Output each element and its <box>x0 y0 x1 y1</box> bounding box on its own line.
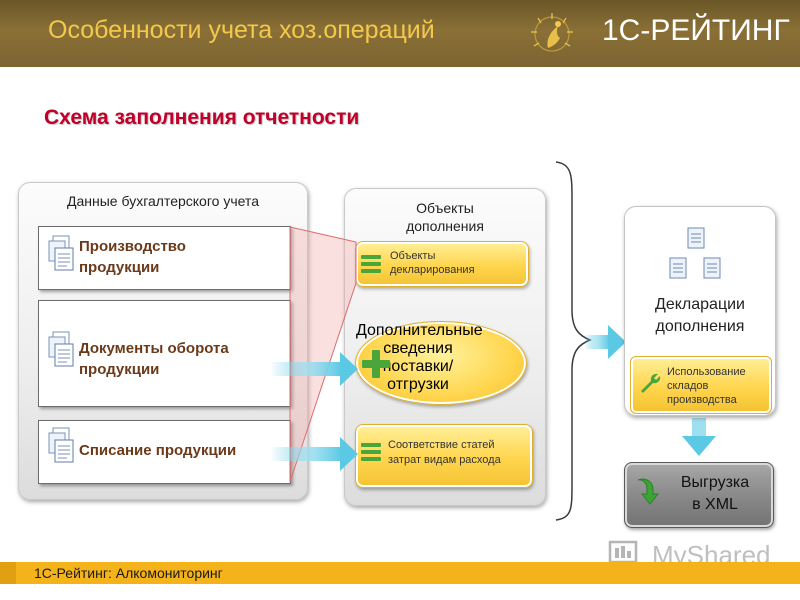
logo-text: 1С-РЕЙТИНГ <box>602 14 790 47</box>
warehouse-usage-line2: складов <box>667 380 709 392</box>
turnover-docs-label-line1: Документы оборота <box>79 340 229 357</box>
warehouse-usage-line3: производства <box>667 394 737 406</box>
xml-export-box: Выгрузка в XML <box>624 462 774 528</box>
wrench-icon <box>641 373 661 393</box>
arrow-to-export <box>682 418 716 456</box>
plus-icon <box>362 350 390 378</box>
logo-emblem-icon <box>531 13 573 52</box>
production-box: Производство продукции <box>38 226 291 290</box>
additional-info-line2: сведения <box>383 340 453 357</box>
header-bar <box>0 0 800 67</box>
declaration-objects-line2: декларирования <box>390 264 475 276</box>
turnover-docs-label-line2: продукции <box>79 361 160 378</box>
declarations-title-line2: дополнения <box>655 318 745 335</box>
write-off-box: Списание продукции <box>38 420 291 484</box>
additional-info-line1: Дополнительные <box>356 322 483 339</box>
production-label-line1: Производство <box>79 238 186 255</box>
accounting-data-title: Данные бухгалтерского учета <box>67 193 259 209</box>
footer-accent <box>0 562 16 584</box>
footer-text: 1С-Рейтинг: Алкомониторинг <box>34 565 223 581</box>
xml-export-line1: Выгрузка <box>680 474 750 491</box>
declaration-docs-icon <box>669 227 721 279</box>
slide-title: Схема заполнения отчетности <box>44 106 360 129</box>
list-icon <box>361 255 381 273</box>
additional-info-line3: поставки/отгрузки <box>382 358 454 393</box>
list-icon <box>361 443 381 461</box>
production-label-line2: продукции <box>79 259 160 276</box>
documents-icon <box>48 427 74 463</box>
download-arrow-icon <box>637 478 660 505</box>
cost-mapping-line2: затрат видам расхода <box>388 454 501 466</box>
cost-mapping-box: Соответствие статей затрат видам расхода <box>355 424 533 488</box>
header-title: Особенности учета хоз.операций <box>48 16 435 44</box>
arrow-to-declarations <box>584 325 626 359</box>
documents-icon <box>48 331 74 367</box>
footer-bar <box>0 562 800 584</box>
documents-icon <box>48 235 74 271</box>
xml-export-line2: в XML <box>692 496 738 513</box>
bracket-right <box>555 161 593 521</box>
cost-mapping-line1: Соответствие статей <box>388 439 495 451</box>
supplement-objects-title-line2: дополнения <box>406 218 484 234</box>
write-off-label: Списание продукции <box>79 442 237 459</box>
warehouse-usage-line1: Использование <box>667 366 746 378</box>
declaration-objects-box: Объекты декларирования <box>355 241 529 287</box>
turnover-docs-box: Документы оборота продукции <box>38 300 291 407</box>
warehouse-usage-box: Использование складов производства <box>630 356 772 414</box>
declaration-objects-line1: Объекты <box>390 250 436 262</box>
declarations-title-line1: Декларации <box>655 296 745 313</box>
supplement-objects-title-line1: Объекты <box>416 200 474 216</box>
additional-supply-info-ellipse: Дополнительные сведения поставки/отгрузк… <box>355 321 527 405</box>
